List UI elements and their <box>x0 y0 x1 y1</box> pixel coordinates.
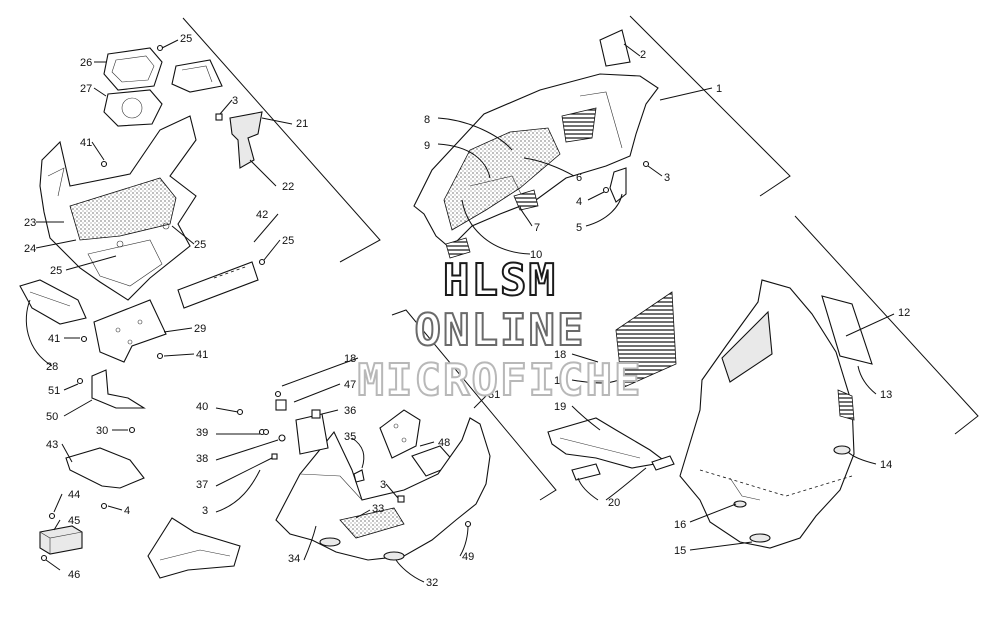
windscreen-13 <box>821 295 873 365</box>
callout-47: 47 <box>344 379 356 391</box>
clip-10 <box>445 237 471 259</box>
group-bracket-1 <box>629 15 791 197</box>
callout-20: 20 <box>608 497 620 509</box>
fastener-set-hood <box>602 160 650 194</box>
callout-35: 35 <box>344 431 356 443</box>
windshield-2 <box>599 29 631 67</box>
part-5 <box>609 167 627 203</box>
callout-29: 29 <box>194 323 206 335</box>
callout-38: 38 <box>196 453 208 465</box>
callout-10: 10 <box>530 249 542 261</box>
grille-17 <box>615 291 677 389</box>
part-28 <box>19 279 87 325</box>
leader-lines <box>25 39 895 583</box>
deflector-19 <box>547 417 668 469</box>
callout-3-lower: 3 <box>202 505 208 517</box>
callout-48: 48 <box>438 437 450 449</box>
callout-8: 8 <box>424 114 430 126</box>
callout-4: 4 <box>576 196 582 208</box>
callout-13: 13 <box>880 389 892 401</box>
callout-32: 32 <box>426 577 438 589</box>
callout-24: 24 <box>24 243 36 255</box>
callout-23: 23 <box>24 217 36 229</box>
callout-25-right: 25 <box>282 235 294 247</box>
group-bracket-21 <box>182 17 381 263</box>
callout-9: 9 <box>424 140 430 152</box>
callout-14: 14 <box>880 459 892 471</box>
side-panel-22 <box>229 111 263 169</box>
callout-2: 2 <box>640 49 646 61</box>
callout-43: 43 <box>46 439 58 451</box>
callout-3: 3 <box>664 172 670 184</box>
callout-6: 6 <box>576 172 582 184</box>
callout-labels: 1 2 3 4 5 6 7 8 9 10 12 13 14 15 16 17 1… <box>24 33 910 589</box>
plate-29 <box>93 299 167 363</box>
callout-7: 7 <box>534 222 540 234</box>
callout-28: 28 <box>46 361 58 373</box>
callout-42: 42 <box>256 209 268 221</box>
callout-16: 16 <box>674 519 686 531</box>
callout-21: 21 <box>296 118 308 130</box>
callout-31: 31 <box>488 389 500 401</box>
bracket-upper <box>171 59 223 93</box>
strip-20 <box>571 455 675 481</box>
nose-cone-12 <box>679 279 855 549</box>
callout-41-left: 41 <box>48 333 60 345</box>
fastener-set-left <box>40 44 266 562</box>
callout-1: 1 <box>716 83 722 95</box>
vent-7 <box>513 189 539 211</box>
callout-5: 5 <box>576 222 582 234</box>
callout-25-left: 25 <box>50 265 62 277</box>
fastener-set-bottom <box>236 390 472 528</box>
callout-22: 22 <box>282 181 294 193</box>
callout-27: 27 <box>80 83 92 95</box>
callout-41-top: 41 <box>80 137 92 149</box>
gasket-27 <box>103 89 163 127</box>
callout-37: 37 <box>196 479 208 491</box>
callout-15: 15 <box>674 545 686 557</box>
callout-41-right: 41 <box>196 349 208 361</box>
callout-30: 30 <box>96 425 108 437</box>
callout-17: 17 <box>554 375 566 387</box>
callout-44: 44 <box>68 489 80 501</box>
callout-50: 50 <box>46 411 58 423</box>
callout-46: 46 <box>68 569 80 581</box>
callout-25-top: 25 <box>180 33 192 45</box>
callout-45: 45 <box>68 515 80 527</box>
bracket-50 <box>91 369 146 409</box>
callout-33: 33 <box>372 503 384 515</box>
callout-18: 18 <box>554 349 566 361</box>
group-bracket-12 <box>794 215 979 435</box>
callout-40: 40 <box>196 401 208 413</box>
callout-4-lower: 4 <box>124 505 130 517</box>
callout-26: 26 <box>80 57 92 69</box>
group-bracket-31 <box>391 309 557 501</box>
skid-plate-48 <box>379 409 421 459</box>
lower-frame-sketch <box>147 517 241 579</box>
callout-51: 51 <box>48 385 60 397</box>
callout-3-belly: 3 <box>380 479 386 491</box>
shield-43 <box>65 447 145 489</box>
callout-12: 12 <box>898 307 910 319</box>
callout-36: 36 <box>344 405 356 417</box>
module-45 <box>39 525 83 555</box>
callout-39: 39 <box>196 427 208 439</box>
callout-3-upper: 3 <box>232 95 238 107</box>
decal-42 <box>177 261 259 309</box>
callout-34: 34 <box>288 553 300 565</box>
gasket-26 <box>103 47 163 91</box>
callout-18-belly: 18 <box>344 353 356 365</box>
callout-25-mid: 25 <box>194 239 206 251</box>
callout-19: 19 <box>554 401 566 413</box>
belly-pan-31 <box>275 417 491 561</box>
bracket-36 <box>295 413 329 455</box>
upper-frame-assembly <box>39 115 197 301</box>
callout-49: 49 <box>462 551 474 563</box>
